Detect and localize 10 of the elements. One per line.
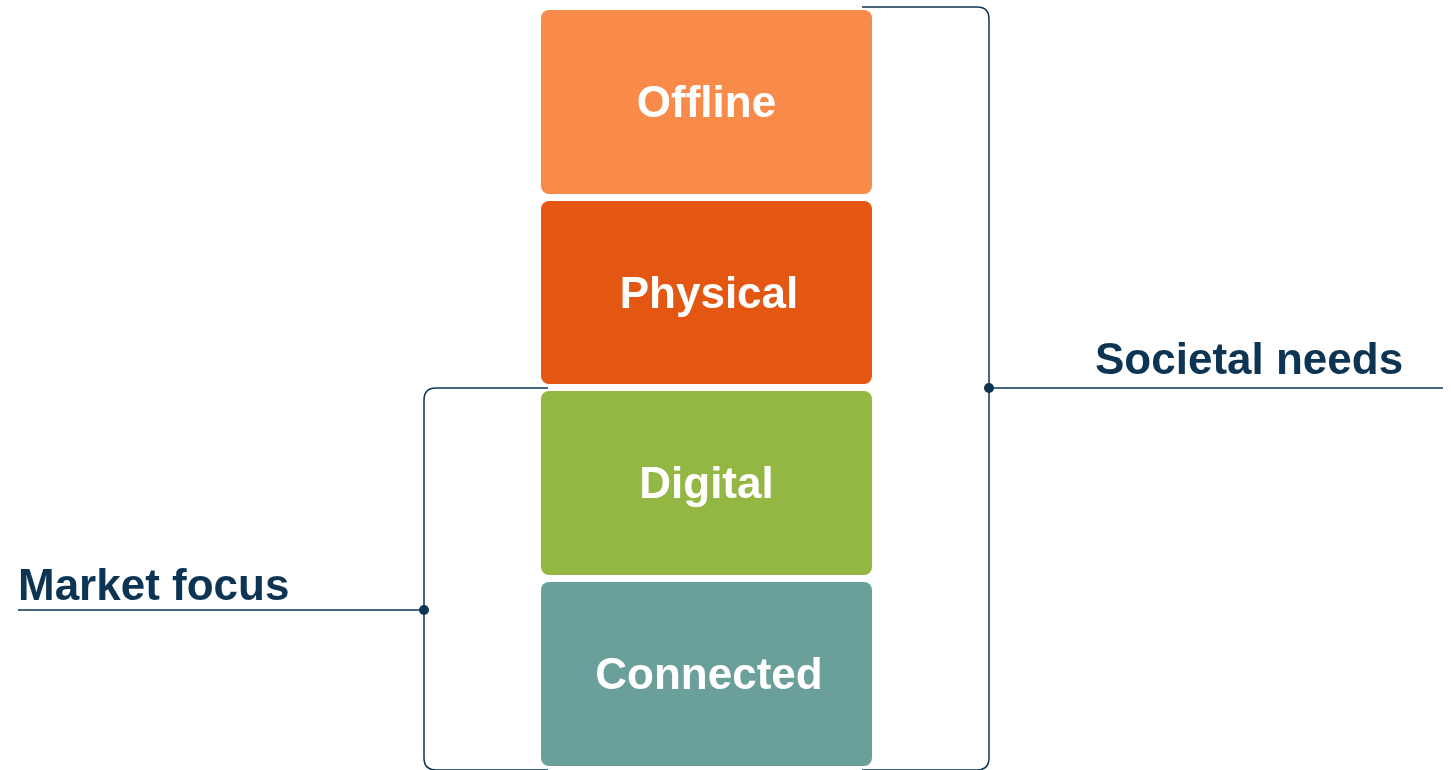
block-label: Offline xyxy=(636,77,777,127)
stack-block xyxy=(541,582,872,766)
block-label: Physical xyxy=(619,267,799,318)
block-label: Connected xyxy=(595,649,823,699)
stack-block xyxy=(541,391,872,575)
stack-block xyxy=(541,10,872,194)
bracket-label: Market focus xyxy=(18,563,290,607)
block-label: Digital xyxy=(639,458,774,508)
stack-block xyxy=(541,201,872,384)
bracket-label: Societal needs xyxy=(1095,337,1404,381)
